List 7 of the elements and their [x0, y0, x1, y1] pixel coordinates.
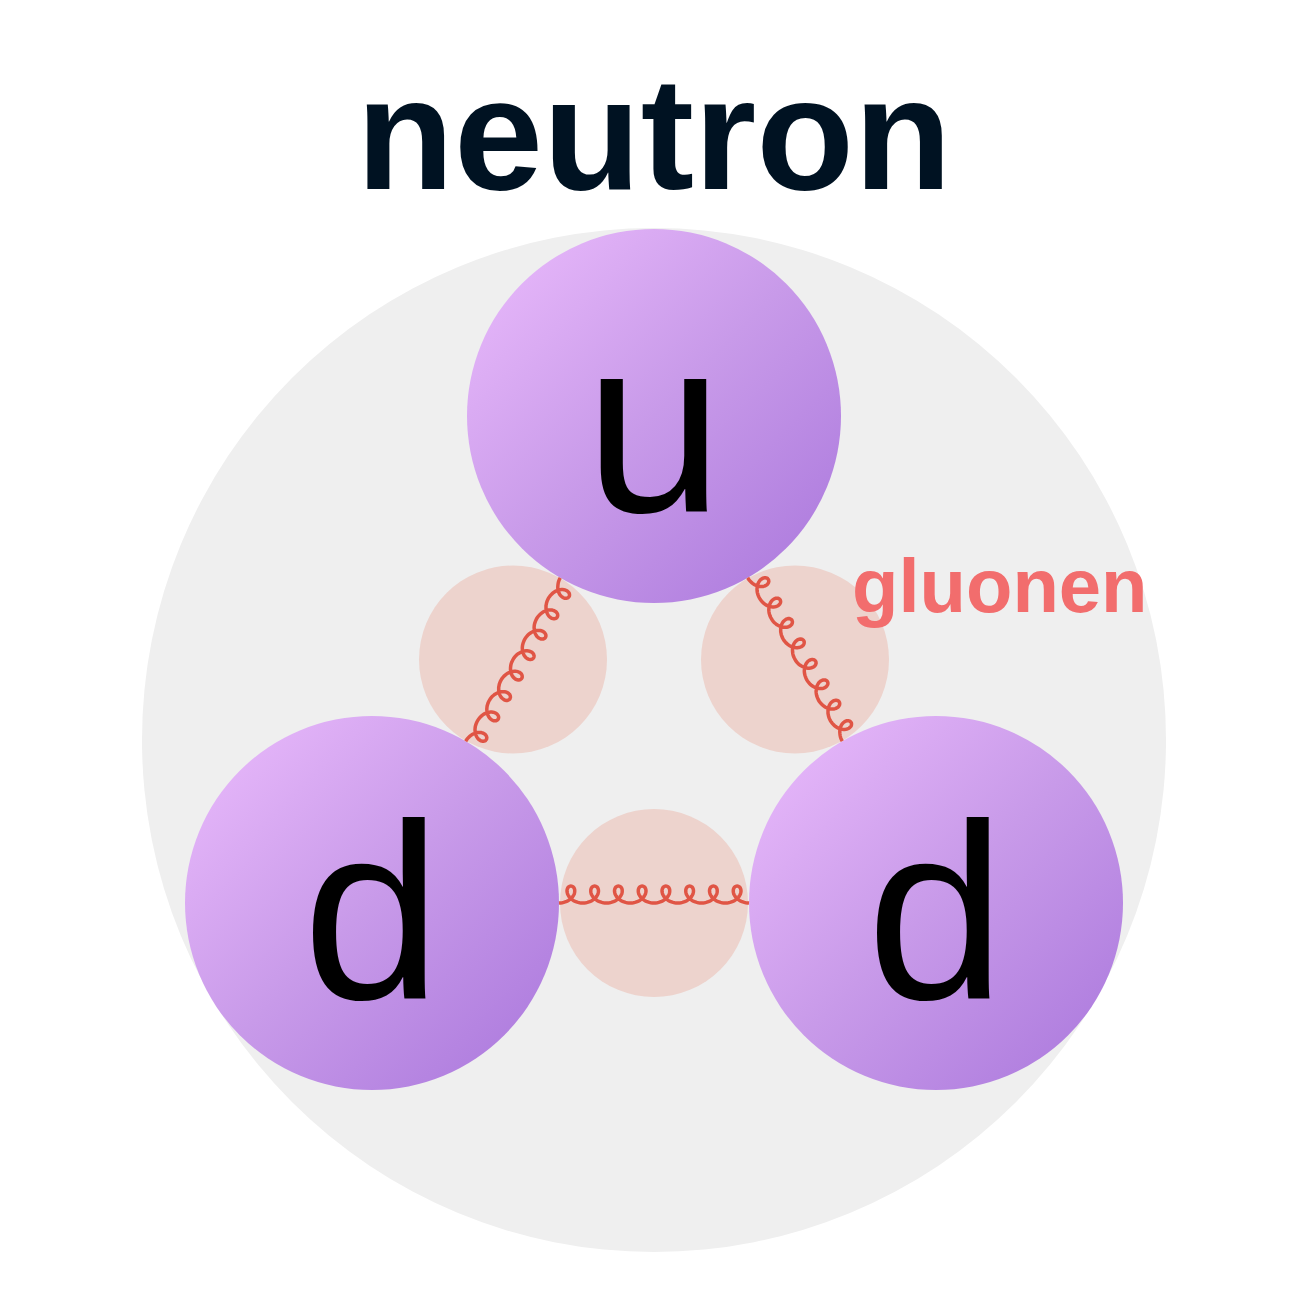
quark-letter: d	[866, 788, 1006, 1038]
gluon-spring	[558, 884, 750, 905]
gluon-spring	[464, 577, 572, 743]
quark-letter: u	[584, 301, 724, 551]
gluon-spring	[746, 576, 854, 742]
quark-letter: d	[302, 788, 442, 1038]
title: neutron	[355, 50, 953, 218]
